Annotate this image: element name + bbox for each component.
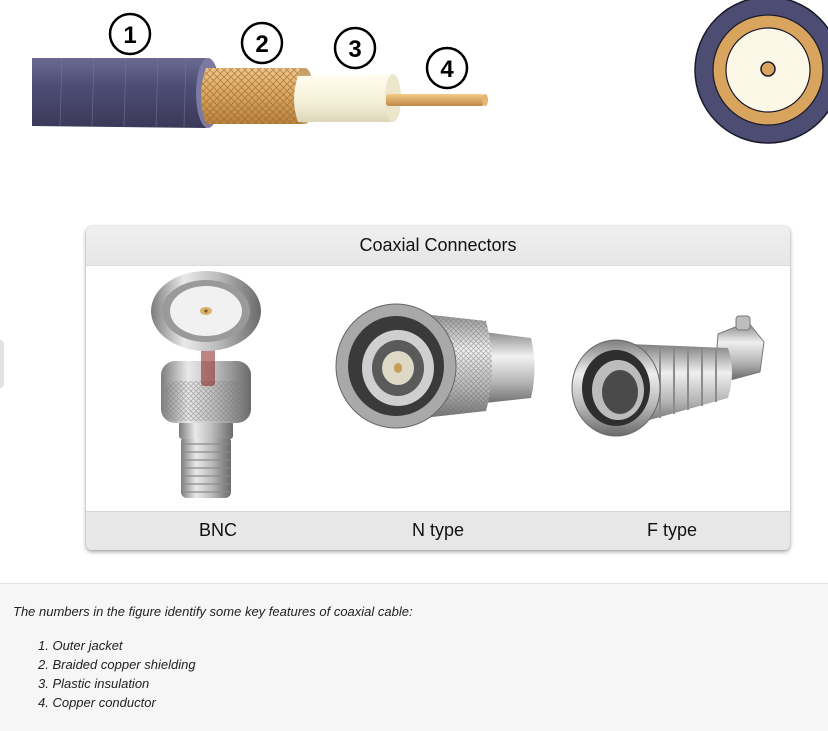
callout-2: 2 <box>240 21 284 65</box>
label-f-type: F type <box>646 520 698 540</box>
figure-description: The numbers in the figure identify some … <box>0 583 828 731</box>
feature-list: 1. Outer jacket 2. Braided copper shield… <box>38 636 196 712</box>
panel-title: Coaxial Connectors <box>86 226 790 266</box>
outer-jacket <box>32 57 220 128</box>
plastic-insulation <box>294 74 401 122</box>
n-type-connector-icon <box>335 303 535 429</box>
cable-cross-section <box>694 0 828 144</box>
bnc-connector-icon <box>151 271 261 498</box>
feature-item: 1. Outer jacket <box>38 638 123 653</box>
svg-text:4: 4 <box>440 56 454 83</box>
label-n-type: N type <box>411 520 465 540</box>
f-type-connector-icon <box>571 315 765 437</box>
svg-text:1: 1 <box>123 22 136 49</box>
connector-labels: BNC N type F type <box>86 511 790 550</box>
callout-1: 1 <box>108 12 152 56</box>
callout-3: 3 <box>333 26 377 70</box>
description-intro: The numbers in the figure identify some … <box>13 604 413 619</box>
copper-conductor <box>386 94 488 106</box>
coaxial-cable-figure: 1 2 3 4 <box>32 0 828 144</box>
callout-4: 4 <box>425 46 469 90</box>
feature-item: 3. Plastic insulation <box>38 676 150 691</box>
svg-text:2: 2 <box>255 31 268 58</box>
svg-text:3: 3 <box>348 36 361 63</box>
side-tab <box>0 340 4 388</box>
coaxial-connectors-panel: Coaxial Connectors <box>86 226 790 550</box>
feature-item: 4. Copper conductor <box>38 695 156 710</box>
connector-images <box>86 266 790 511</box>
feature-item: 2. Braided copper shielding <box>38 657 196 672</box>
label-bnc: BNC <box>198 520 238 540</box>
